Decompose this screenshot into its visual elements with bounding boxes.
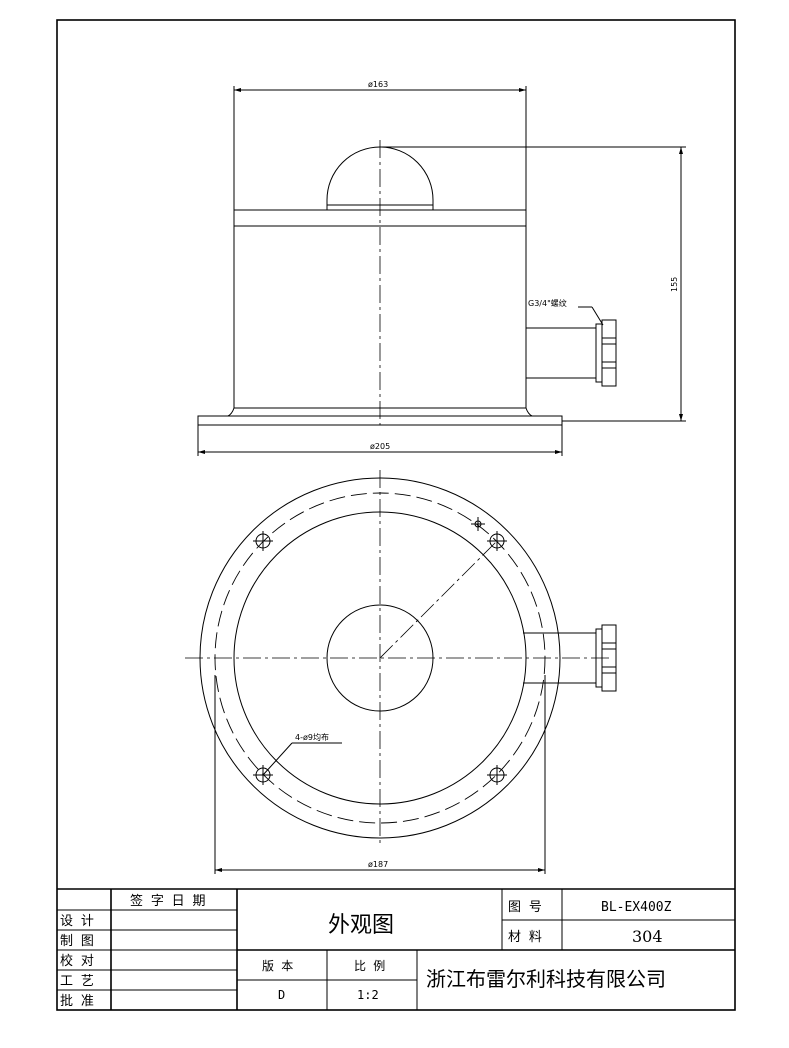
label-scale: 比 例 — [354, 959, 385, 973]
dim-base-diameter: ø205 — [370, 442, 390, 451]
header-sign-date: 签 字 日 期 — [130, 893, 205, 909]
front-view: ø163 155 ø205 G3/4"螺纹 — [197, 80, 686, 456]
holes-note: 4-ø9均布 — [295, 732, 329, 742]
bolt-hole — [487, 765, 507, 785]
dim-top-diameter: ø163 — [368, 80, 388, 89]
role-design: 设 计 — [60, 914, 94, 929]
drawing-border — [56, 19, 736, 1011]
scale: 1:2 — [357, 988, 379, 1002]
drawing-title: 外观图 — [328, 913, 394, 938]
top-view: 4-ø9均布 ø187 — [185, 470, 617, 874]
bolt-hole — [487, 531, 507, 551]
title-block: 签 字 日 期 设 计 制 图 校 对 工 艺 批 准 外观图 图 号 BL-E… — [57, 888, 735, 1010]
bolt-hole — [253, 531, 273, 551]
role-process: 工 艺 — [60, 974, 94, 989]
thread-note: G3/4"螺纹 — [528, 298, 567, 308]
role-drafting: 制 图 — [60, 934, 94, 949]
role-approve: 批 准 — [60, 994, 94, 1009]
gland-nut — [601, 319, 617, 387]
role-check: 校 对 — [60, 953, 94, 969]
label-version: 版 本 — [262, 959, 293, 973]
material: 304 — [632, 927, 663, 946]
version: D — [278, 988, 285, 1002]
label-drawing-no: 图 号 — [508, 900, 542, 915]
drawing-no: BL-EX400Z — [601, 900, 672, 915]
side-port — [525, 327, 597, 379]
company-name: 浙江布雷尔利科技有限公司 — [426, 967, 666, 991]
label-material: 材 料 — [508, 930, 542, 945]
dim-bolt-circle: ø187 — [368, 860, 388, 869]
dim-height: 155 — [670, 277, 679, 292]
